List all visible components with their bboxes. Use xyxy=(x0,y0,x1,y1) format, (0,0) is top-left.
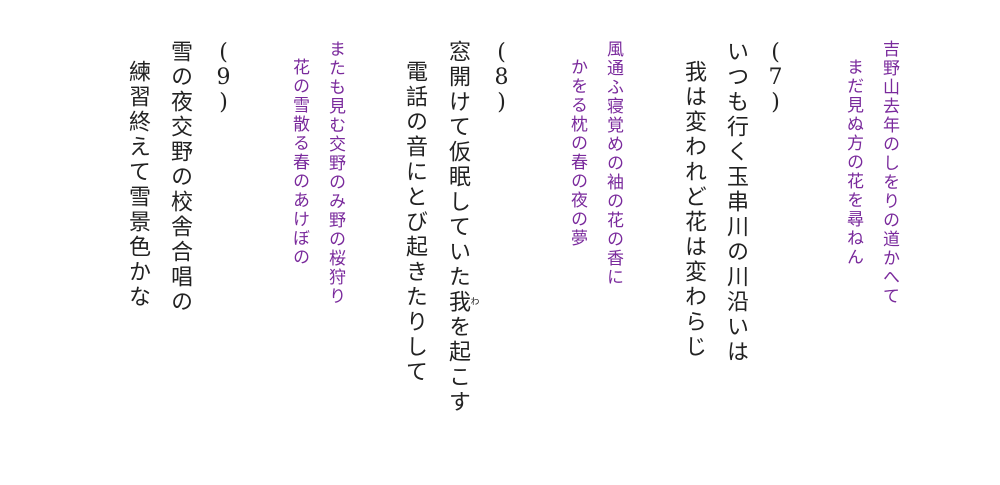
section-8-number: (8) xyxy=(489,40,514,115)
ruby-reading: わ xyxy=(468,290,479,315)
ruby-ware: 我わ xyxy=(445,290,479,315)
poem-a-line-1: 吉野山去年のしをりの道かへて xyxy=(879,40,899,306)
section-8-line-1: 窓開けて仮眠していた我わを起こす xyxy=(445,40,479,415)
poem-c-line-2: 花の雪散る春のあけぼの xyxy=(289,58,309,267)
poem-c-line-1: またも見む交野のみ野の桜狩り xyxy=(325,40,345,306)
section-9-line-1: 雪の夜交野の校舎合唱の xyxy=(167,40,192,315)
section-9-number: (9) xyxy=(211,40,236,115)
poem-b-line-1: 風通ふ寝覚めの袖の花の香に xyxy=(603,40,623,287)
section-7-number: (7) xyxy=(763,40,788,115)
section-8-line-2: 電話の音にとび起きたりして xyxy=(402,60,427,385)
poem-b-line-2: かをる枕の春の夜の夢 xyxy=(567,58,587,248)
poem-a-line-2: まだ見ぬ方の花を尋ねん xyxy=(843,58,863,267)
section-8-line-1-end: を起こす xyxy=(445,315,470,415)
section-8-line-1-start: 窓開けて仮眠していた xyxy=(445,40,470,290)
ruby-base: 我 xyxy=(445,290,470,315)
section-9-line-2: 練習終えて雪景色かな xyxy=(125,60,150,310)
section-7-line-2: 我は変われど花は変わらじ xyxy=(681,60,706,360)
section-7-line-1: いつも行く玉串川の川沿いは xyxy=(723,40,748,365)
